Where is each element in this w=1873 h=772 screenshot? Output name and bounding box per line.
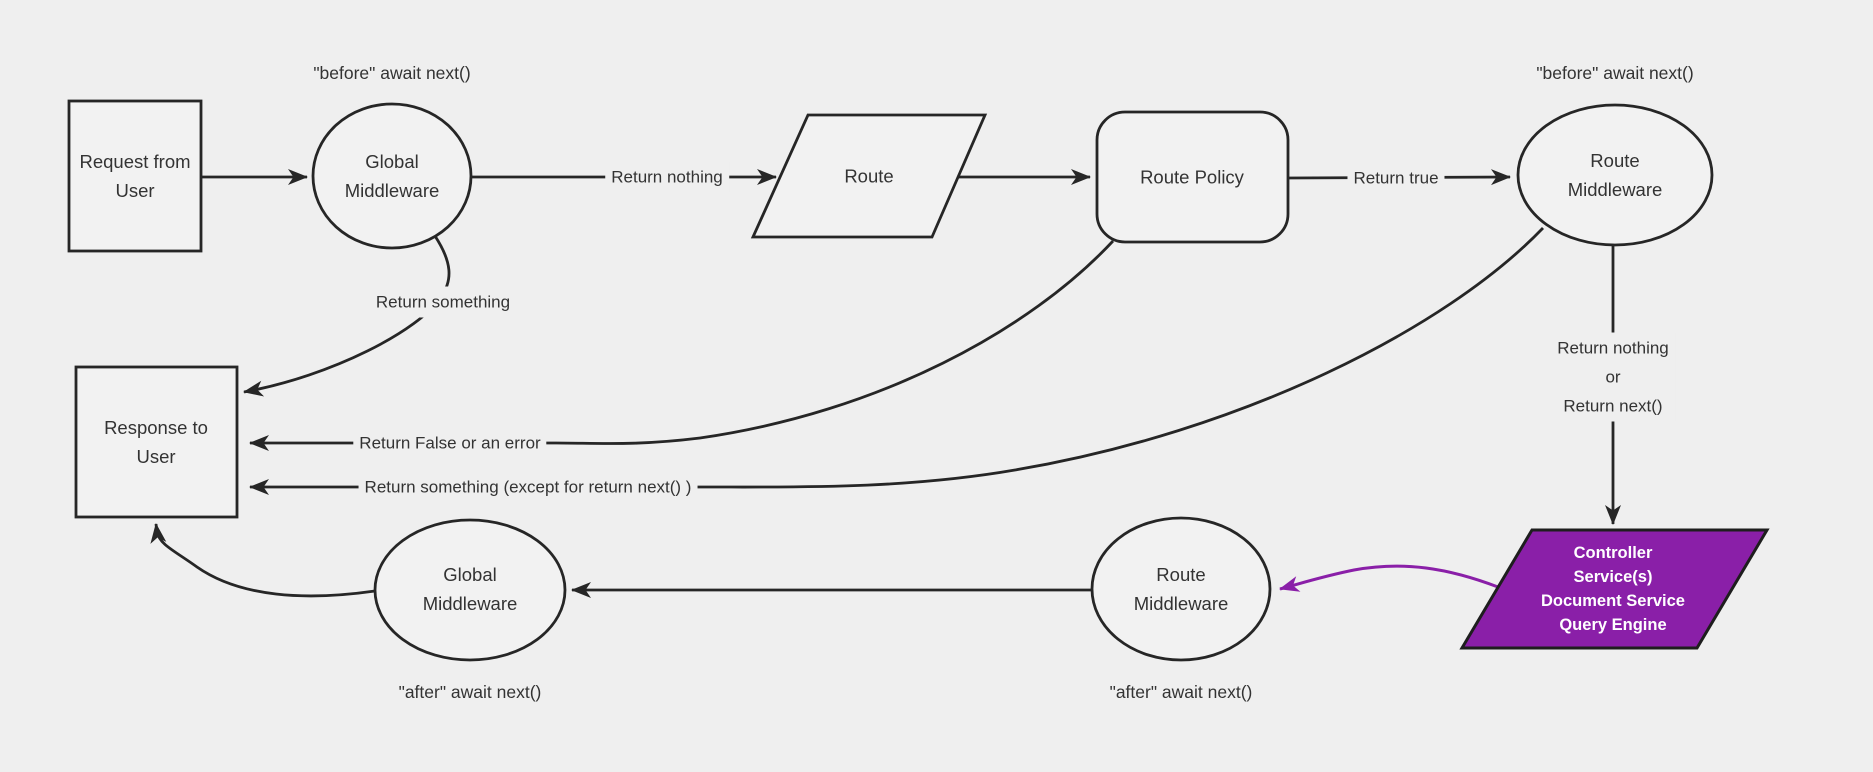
edge-global-middleware-after-to-response <box>150 523 376 598</box>
edge-route-policy-to-response <box>249 240 1115 451</box>
edge-global-middleware-to-response <box>243 235 451 397</box>
node-controller-services <box>1459 528 1770 650</box>
node-route-policy <box>1095 110 1290 244</box>
edge-controller-to-route-middleware-after <box>1279 564 1499 592</box>
node-response-to-user <box>74 365 239 519</box>
node-route-middleware-before <box>1516 103 1714 247</box>
node-route <box>750 113 988 239</box>
node-global-middleware-after <box>373 518 567 662</box>
node-route-middleware-after <box>1090 516 1272 662</box>
node-global-middleware-before <box>311 102 473 250</box>
node-request-from-user <box>67 99 203 253</box>
edge-route-policy-to-route-middleware <box>1287 169 1511 186</box>
edge-route-middleware-to-response <box>249 227 1545 495</box>
